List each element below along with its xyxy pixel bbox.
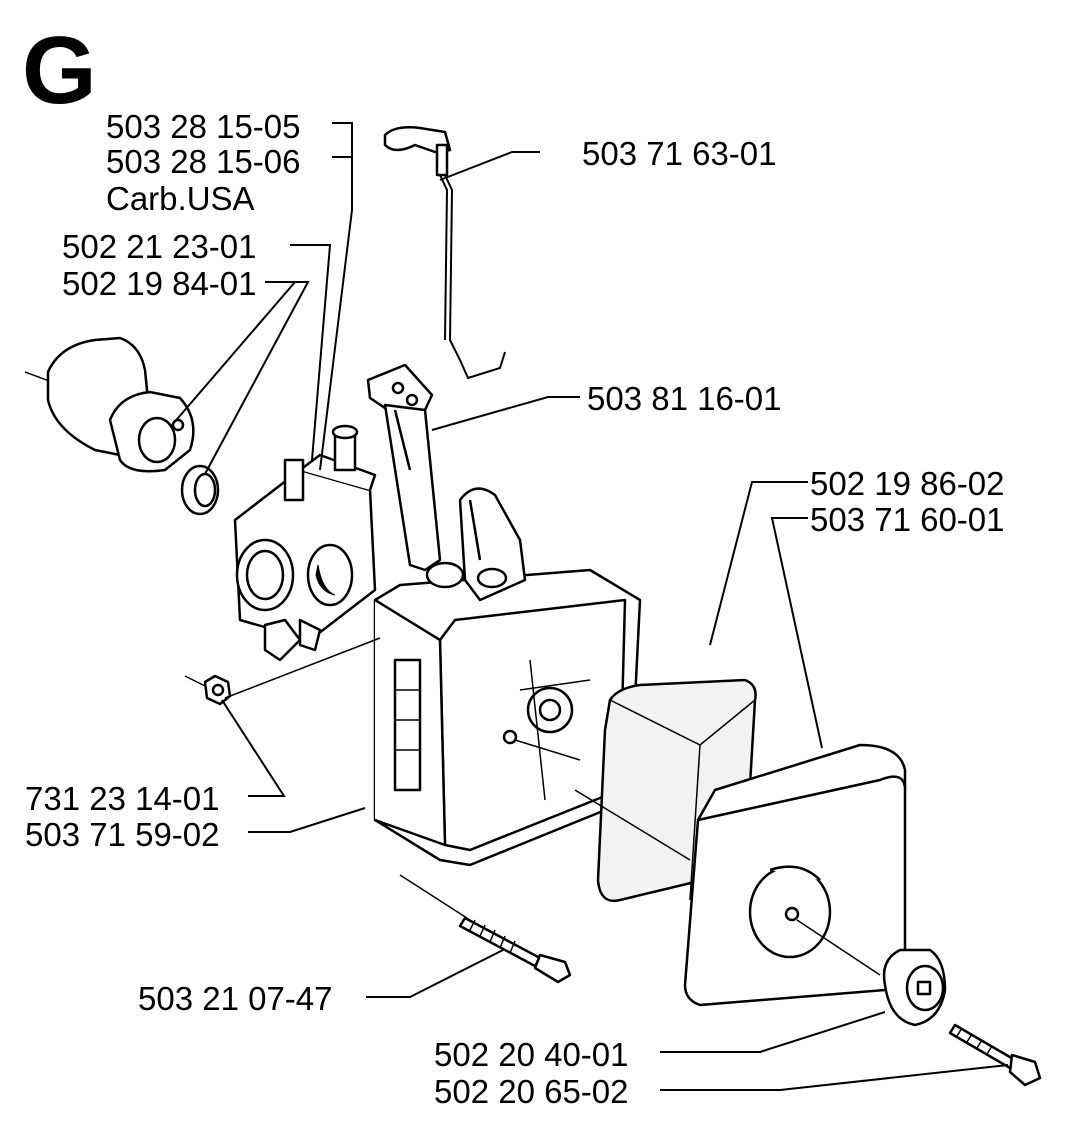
label-knob-screw: 502 20 65-02 [434,1073,629,1110]
leader-lines [171,122,1009,1091]
intake-manifold-drawing [24,336,195,473]
label-ring: 502 19 84-01 [62,265,257,302]
filter-housing-drawing [373,487,642,867]
label-carb-2: 503 28 15-06 [106,143,301,180]
choke-lever-drawing [366,363,442,572]
ring-drawing [180,464,220,516]
knob-drawing [882,948,947,1027]
carburetor-drawing [233,424,377,662]
knob-screw-drawing [948,1023,1042,1087]
label-choke-lever: 503 81 16-01 [587,380,782,417]
filter-cover-drawing [683,743,907,1007]
label-housing: 503 71 59-02 [25,816,220,853]
label-filter-cover: 503 71 60-01 [810,501,1005,538]
nut-drawing [184,674,232,706]
label-carb-note: Carb.USA [106,180,255,217]
section-letter: G [22,17,97,124]
choke-rod-drawing [383,126,506,380]
label-filter-foam: 502 19 86-02 [810,465,1005,502]
label-carb-1: 503 28 15-05 [106,108,301,145]
label-intake: 502 21 23-01 [62,228,257,265]
label-knob: 502 20 40-01 [434,1036,629,1073]
label-nut: 731 23 14-01 [25,780,220,817]
label-choke-rod: 503 71 63-01 [582,135,777,172]
screw-drawing [399,874,572,984]
label-screw: 503 21 07-47 [138,980,333,1017]
